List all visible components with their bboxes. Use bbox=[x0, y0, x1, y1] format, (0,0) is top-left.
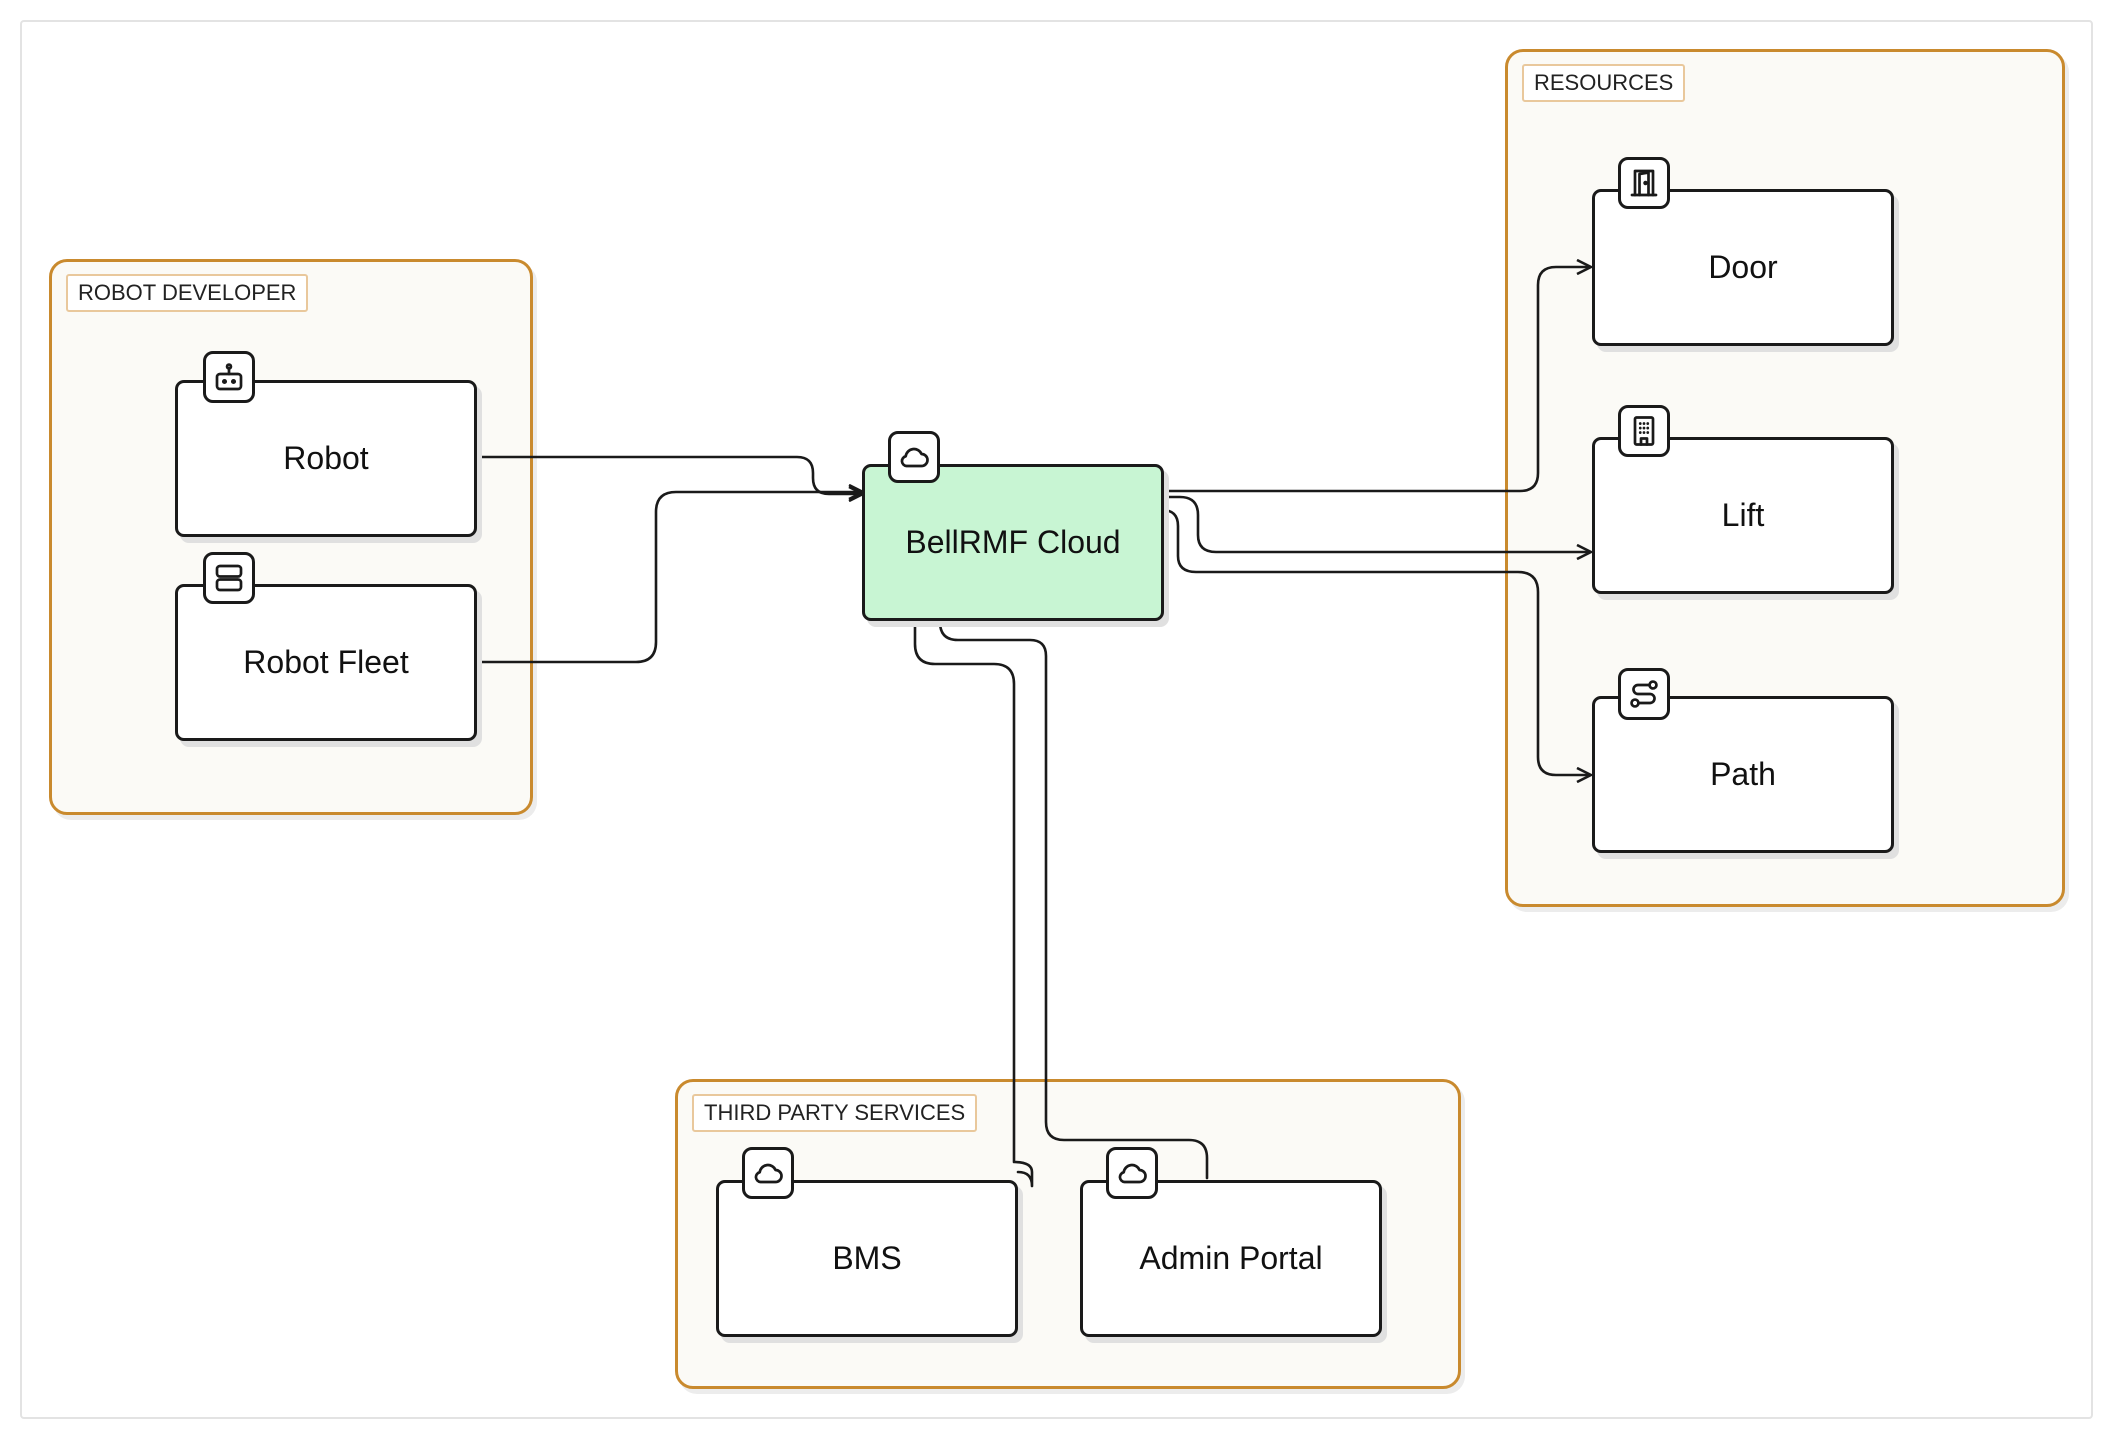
node-admin-portal-label: Admin Portal bbox=[1139, 1240, 1323, 1276]
building-icon bbox=[1618, 405, 1670, 457]
node-bms-label: BMS bbox=[832, 1240, 902, 1276]
group-label-robot-developer: ROBOT DEVELOPER bbox=[66, 274, 309, 312]
node-bellrmf-cloud-label: BellRMF Cloud bbox=[905, 524, 1121, 560]
cloud-icon bbox=[742, 1147, 794, 1199]
node-door[interactable]: Door bbox=[1592, 189, 1894, 346]
node-lift-label: Lift bbox=[1721, 497, 1765, 533]
node-robot-label: Robot bbox=[283, 440, 369, 476]
node-bellrmf-cloud[interactable]: BellRMF Cloud bbox=[862, 464, 1164, 621]
node-lift[interactable]: Lift bbox=[1592, 437, 1894, 594]
group-label-third-party-services: THIRD PARTY SERVICES bbox=[692, 1094, 978, 1132]
node-robot-fleet[interactable]: Robot Fleet bbox=[175, 584, 477, 741]
cloud-icon bbox=[888, 431, 940, 483]
node-door-label: Door bbox=[1708, 249, 1778, 285]
node-bms[interactable]: BMS bbox=[716, 1180, 1018, 1337]
node-path[interactable]: Path bbox=[1592, 696, 1894, 853]
group-label-resources: RESOURCES bbox=[1522, 64, 1686, 102]
robot-icon bbox=[203, 351, 255, 403]
node-admin-portal[interactable]: Admin Portal bbox=[1080, 1180, 1382, 1337]
node-path-label: Path bbox=[1710, 756, 1776, 792]
cloud-icon bbox=[1106, 1147, 1158, 1199]
node-robot[interactable]: Robot bbox=[175, 380, 477, 537]
route-icon bbox=[1618, 668, 1670, 720]
server-icon bbox=[203, 552, 255, 604]
node-robot-fleet-label: Robot Fleet bbox=[243, 644, 409, 680]
door-icon bbox=[1618, 157, 1670, 209]
